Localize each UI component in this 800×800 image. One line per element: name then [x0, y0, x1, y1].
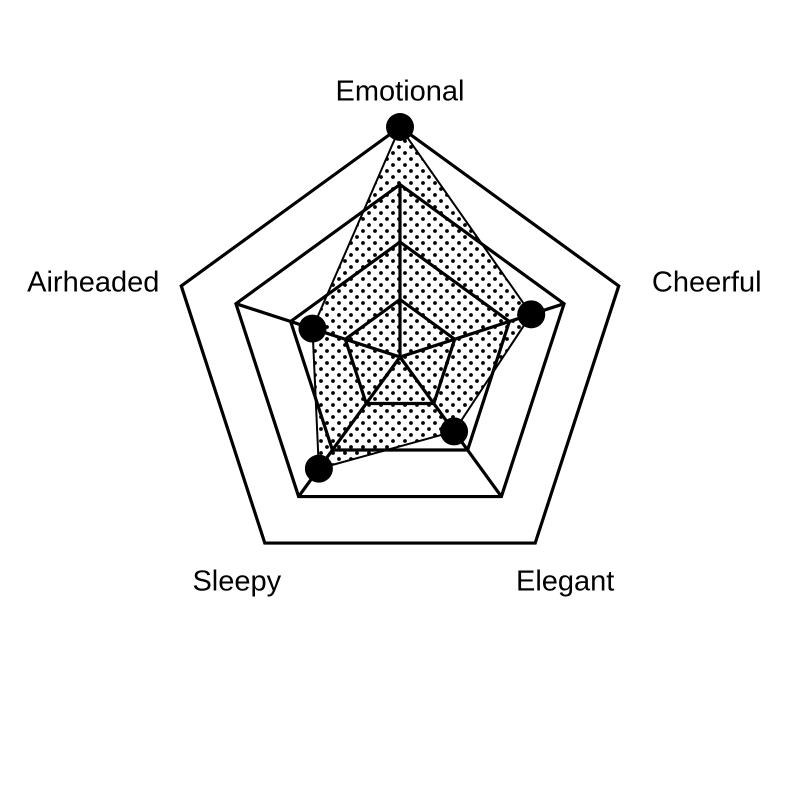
axis-label-airheaded: Airheaded	[27, 267, 159, 299]
data-point-emotional	[386, 113, 414, 141]
radar-data-area	[311, 124, 533, 470]
radar-markers	[298, 113, 546, 483]
data-point-sleepy	[304, 454, 333, 483]
grid-ring-4	[179, 125, 621, 545]
axis-label-cheerful: Cheerful	[652, 267, 762, 299]
grid-ring-3	[234, 182, 566, 499]
data-area	[311, 124, 533, 470]
data-point-cheerful	[517, 300, 546, 329]
axis-label-sleepy: Sleepy	[192, 566, 281, 598]
axis-label-emotional: Emotional	[336, 76, 465, 108]
data-point-airheaded	[298, 314, 327, 343]
data-point-elegant	[440, 417, 469, 446]
axis-label-elegant: Elegant	[516, 566, 614, 598]
